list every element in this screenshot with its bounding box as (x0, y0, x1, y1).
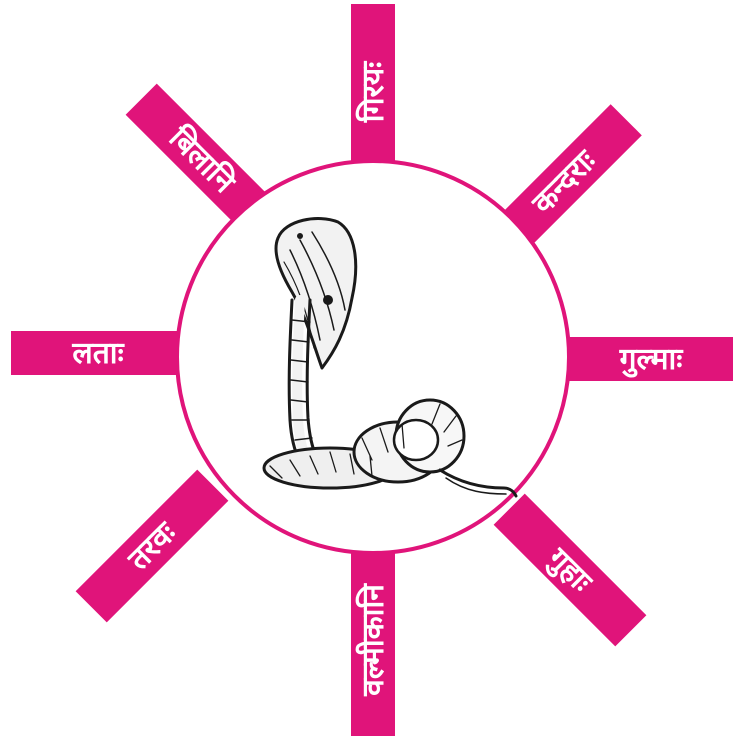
ray-bottom-right: गुहाः (494, 494, 647, 647)
center-circle (177, 161, 569, 553)
ray-label: लताः (71, 336, 125, 371)
ray-label: गुल्माः (619, 342, 685, 378)
ray-bottom: वल्मीकानि (351, 544, 395, 736)
ray-right: गुल्माः (569, 337, 733, 381)
ray-label: गिरयः (355, 60, 391, 123)
ray-top: गिरयः (351, 4, 395, 180)
ray-left: लताः (11, 331, 185, 375)
ray-label: वल्मीकानि (355, 583, 391, 697)
ray-bottom-left: तरवः (76, 470, 229, 623)
